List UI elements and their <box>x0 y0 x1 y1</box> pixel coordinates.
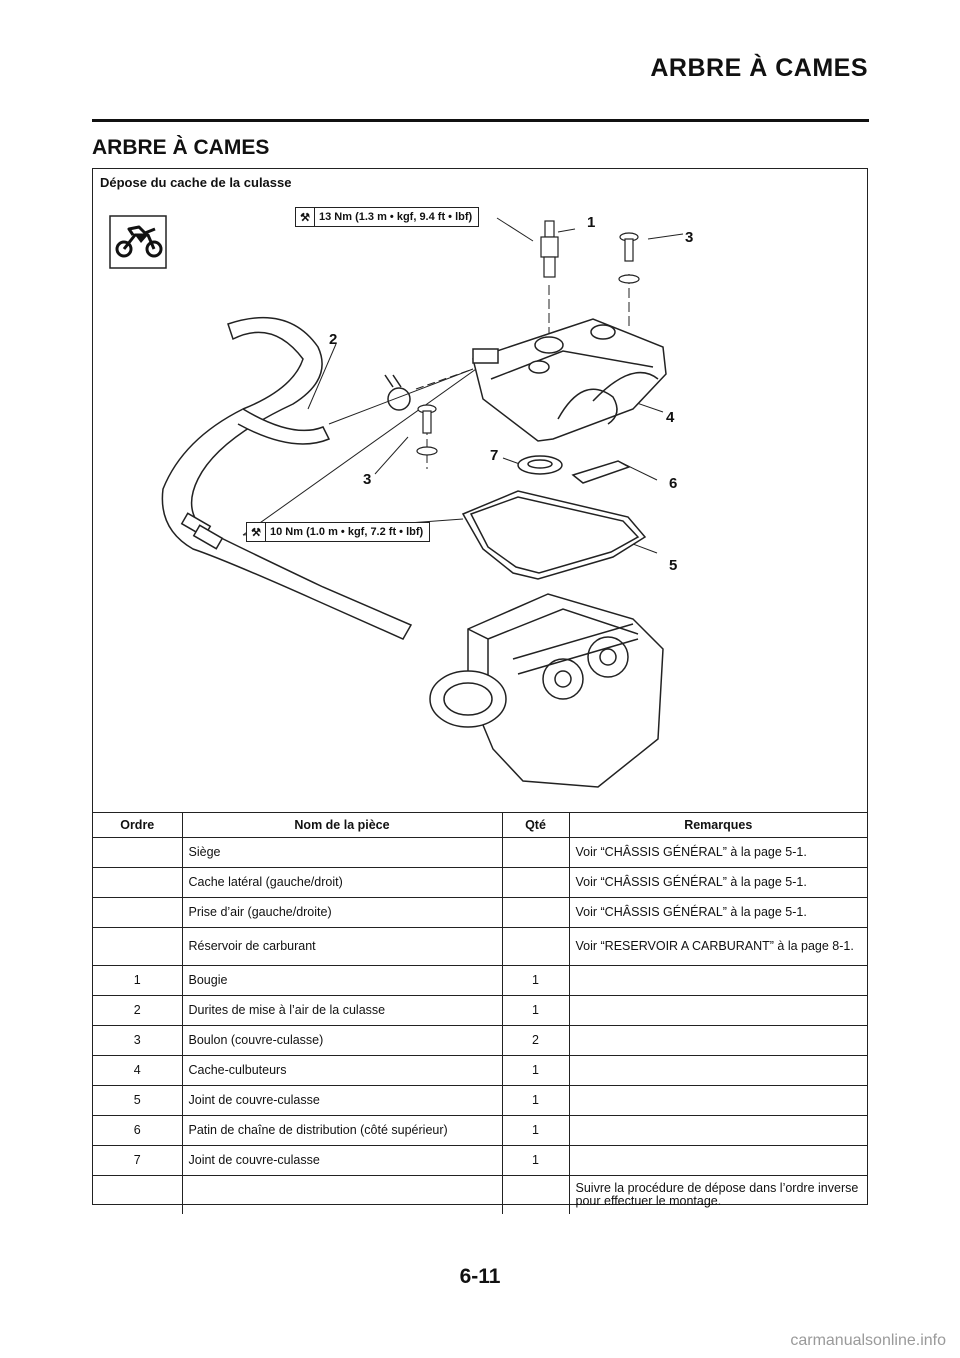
name-cell: Durites de mise à l’air de la culasse <box>181 995 503 1026</box>
watermark-text: carmanualsonline.info <box>790 1332 946 1349</box>
name-cell <box>181 1175 503 1214</box>
order-cell: 1 <box>93 965 183 996</box>
cylinder-head-part <box>429 593 664 788</box>
name-cell: Siège <box>181 837 503 868</box>
callout-3-top: 3 <box>685 229 694 246</box>
table-header-row: Ordre Nom de la pièce Qté Remarques <box>93 812 867 838</box>
callout-1: 1 <box>587 214 596 231</box>
remarks-cell <box>568 1085 867 1116</box>
order-cell <box>93 837 183 868</box>
column-header-name: Nom de la pièce <box>181 812 502 838</box>
exploded-view-diagram <box>109 215 684 788</box>
order-cell <box>93 867 183 898</box>
callout-6: 6 <box>669 475 678 492</box>
callout-7: 7 <box>490 447 499 464</box>
order-cell: 6 <box>93 1115 183 1146</box>
remarks-cell: Voir “CHÂSSIS GÉNÉRAL” à la page 5-1. <box>568 897 867 928</box>
qty-cell: 1 <box>501 1085 570 1116</box>
name-cell: Prise d’air (gauche/droite) <box>181 897 503 928</box>
torque-spec-top: ⚒ 13 Nm (1.3 m • kgf, 9.4 ft • lbf) <box>295 207 480 227</box>
name-cell: Cache latéral (gauche/droit) <box>181 867 503 898</box>
remarks-cell <box>568 1055 867 1086</box>
qty-cell: 1 <box>501 995 570 1026</box>
torque-spec-bottom: ⚒ 10 Nm (1.0 m • kgf, 7.2 ft • lbf) <box>246 522 431 542</box>
parts-table: Ordre Nom de la pièce Qté Remarques Sièg… <box>93 812 867 1214</box>
order-cell: 2 <box>93 995 183 1026</box>
valve-cover-part <box>472 318 667 442</box>
remarks-cell: Voir “CHÂSSIS GÉNÉRAL” à la page 5-1. <box>568 867 867 898</box>
callout-3-bottom: 3 <box>363 471 372 488</box>
table-row: Réservoir de carburant Voir “RESERVOIR A … <box>93 927 867 966</box>
remarks-cell <box>568 1025 867 1056</box>
name-cell: Joint de couvre-culasse <box>181 1145 503 1176</box>
qty-cell <box>501 927 570 966</box>
remarks-cell <box>568 995 867 1026</box>
remarks-cell: Voir “CHÂSSIS GÉNÉRAL” à la page 5-1. <box>568 837 867 868</box>
name-cell: Joint de couvre-culasse <box>181 1085 503 1116</box>
name-cell: Cache-culbuteurs <box>181 1055 503 1086</box>
name-cell: Bougie <box>181 965 503 996</box>
qty-cell <box>501 897 570 928</box>
table-row: Suivre la procédure de dépose dans l’ord… <box>93 1175 867 1214</box>
callout-2: 2 <box>329 331 338 348</box>
wrench-icon: ⚒ <box>296 208 315 226</box>
callout-5: 5 <box>669 557 678 574</box>
remarks-cell <box>568 1145 867 1176</box>
order-cell: 4 <box>93 1055 183 1086</box>
callout-4: 4 <box>666 409 675 426</box>
qty-cell: 1 <box>501 1145 570 1176</box>
order-cell: 5 <box>93 1085 183 1116</box>
qty-cell: 1 <box>501 1115 570 1146</box>
qty-cell <box>501 837 570 868</box>
column-header-order: Ordre <box>93 812 182 838</box>
chain-guide-part <box>517 455 631 484</box>
header-divider <box>92 119 869 122</box>
remarks-cell: Voir “RESERVOIR A CARBURANT” à la page 8… <box>568 927 867 966</box>
qty-cell: 1 <box>501 1055 570 1086</box>
qty-cell <box>501 1175 570 1214</box>
table-row: Siège Voir “CHÂSSIS GÉNÉRAL” à la page 5-… <box>93 837 867 868</box>
bolt-part <box>416 232 640 456</box>
wrench-icon: ⚒ <box>247 523 266 541</box>
name-cell: Boulon (couvre-culasse) <box>181 1025 503 1056</box>
motorcycle-icon <box>109 215 167 269</box>
table-row: Prise d’air (gauche/droite) Voir “CHÂSSIS… <box>93 897 867 928</box>
column-header-qty: Qté <box>501 812 569 838</box>
name-cell: Réservoir de carburant <box>181 927 503 966</box>
column-header-remarks: Remarques <box>568 812 867 838</box>
order-cell: 7 <box>93 1145 183 1176</box>
gasket-part <box>461 490 647 580</box>
name-cell: Patin de chaîne de distribution (côté su… <box>181 1115 503 1146</box>
remarks-cell: Suivre la procédure de dépose dans l’ord… <box>568 1175 867 1214</box>
qty-cell: 1 <box>501 965 570 996</box>
page-header-title: ARBRE À CAMES <box>650 54 868 82</box>
procedure-frame: Dépose du cache de la culasse <box>92 168 868 1214</box>
page-number: 6-11 <box>459 1265 501 1288</box>
table-row: Cache latéral (gauche/droit) Voir “CHÂSSI… <box>93 867 867 898</box>
procedure-title: Dépose du cache de la culasse <box>100 175 292 190</box>
order-cell <box>93 1175 183 1214</box>
hose-clamp-part <box>384 374 411 411</box>
qty-cell: 2 <box>501 1025 570 1056</box>
remarks-cell <box>568 1115 867 1146</box>
qty-cell <box>501 867 570 898</box>
order-cell: 3 <box>93 1025 183 1056</box>
breather-hose-part <box>161 317 413 640</box>
spark-plug-part <box>540 220 559 278</box>
remarks-cell <box>568 965 867 996</box>
order-cell <box>93 927 183 966</box>
section-title: ARBRE À CAMES <box>92 136 270 159</box>
order-cell <box>93 897 183 928</box>
